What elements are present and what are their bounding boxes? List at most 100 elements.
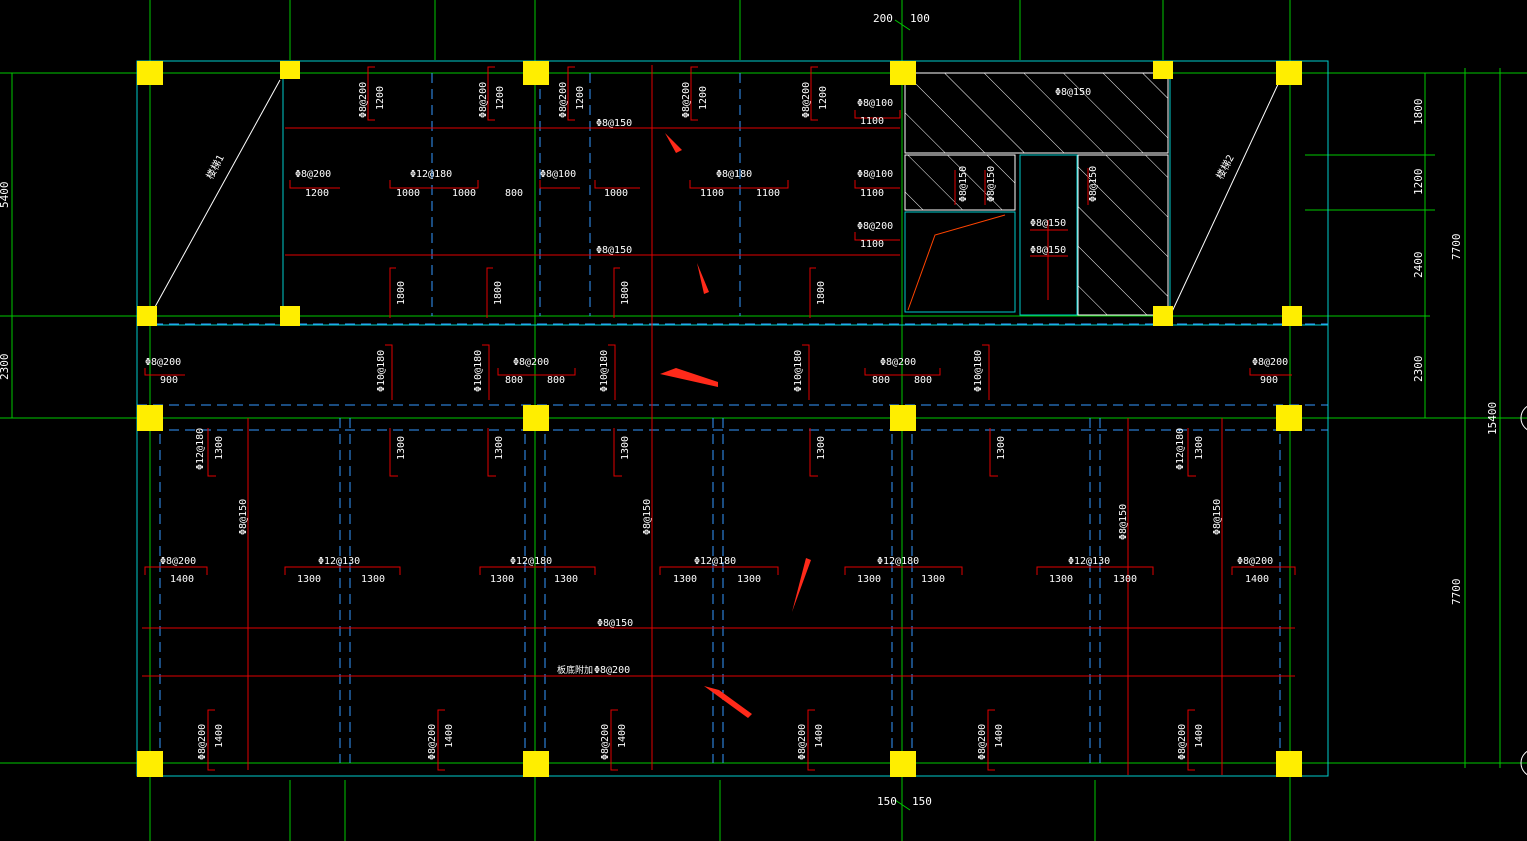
label: Φ8@150 bbox=[986, 166, 997, 202]
column bbox=[280, 61, 300, 79]
label: Φ12@180 bbox=[410, 169, 452, 180]
label: Φ8@200 bbox=[1252, 357, 1288, 368]
column bbox=[523, 751, 549, 777]
label: Φ12@130 bbox=[1068, 556, 1110, 567]
column bbox=[890, 405, 916, 431]
beam-lines bbox=[137, 73, 1328, 763]
label: 1800 bbox=[620, 281, 631, 305]
label: Φ10@180 bbox=[973, 350, 984, 392]
label: Φ8@200 bbox=[797, 724, 808, 760]
label: 800 bbox=[505, 188, 523, 199]
label: Φ12@130 bbox=[318, 556, 360, 567]
label: 1200 bbox=[818, 86, 829, 110]
label: Φ8@100 bbox=[540, 169, 576, 180]
column bbox=[137, 405, 163, 431]
columns bbox=[137, 61, 1302, 777]
column bbox=[1276, 405, 1302, 431]
column bbox=[890, 61, 916, 85]
label: Φ8@200 bbox=[1237, 556, 1273, 567]
rebar-annotations: Φ8@200 1200 Φ8@200 1200 Φ8@200 1200 Φ8@2… bbox=[145, 82, 1288, 760]
column bbox=[1153, 61, 1173, 79]
label: 1200 bbox=[305, 188, 329, 199]
dim-top-100: 100 bbox=[910, 12, 930, 25]
label: 1300 bbox=[1113, 574, 1137, 585]
dim-right-2300: 2300 bbox=[1412, 356, 1425, 383]
label: Φ8@200 bbox=[600, 724, 611, 760]
label: 1400 bbox=[1194, 724, 1205, 748]
label: Φ8@150 bbox=[1118, 504, 1129, 540]
label: 1000 bbox=[604, 188, 628, 199]
label: Φ8@150 bbox=[596, 118, 632, 129]
dim-top-200: 200 bbox=[873, 12, 893, 25]
dim-bottom-150a: 150 bbox=[877, 795, 897, 808]
label: Φ12@180 bbox=[195, 428, 206, 470]
label: Φ8@150 bbox=[596, 245, 632, 256]
dim-right-15400: 15400 bbox=[1486, 402, 1499, 435]
label: 1400 bbox=[994, 724, 1005, 748]
column bbox=[523, 405, 549, 431]
annotation-arrows bbox=[660, 133, 811, 718]
label: Φ8@150 bbox=[958, 166, 969, 202]
label: Φ8@200 bbox=[880, 357, 916, 368]
label: 1300 bbox=[214, 436, 225, 460]
label: Φ8@150 bbox=[1088, 166, 1099, 202]
axis-markers bbox=[1520, 405, 1527, 776]
label: 1300 bbox=[996, 436, 1007, 460]
label: Φ12@180 bbox=[877, 556, 919, 567]
column bbox=[1153, 306, 1173, 326]
column bbox=[137, 751, 163, 777]
label: Φ8@200 bbox=[145, 357, 181, 368]
dim-bottom-150b: 150 bbox=[912, 795, 932, 808]
dim-left-5400: 5400 bbox=[0, 182, 11, 209]
label: Φ8@100 bbox=[857, 98, 893, 109]
dimension-texts: 200 100 150 150 5400 2300 1800 1200 2400… bbox=[0, 12, 1499, 808]
arrow-annotation bbox=[792, 558, 811, 612]
label: Φ8@200 bbox=[857, 221, 893, 232]
label: 1400 bbox=[1245, 574, 1269, 585]
label: 1300 bbox=[620, 436, 631, 460]
label: Φ12@180 bbox=[694, 556, 736, 567]
label: 1300 bbox=[490, 574, 514, 585]
label: 1800 bbox=[816, 281, 827, 305]
column bbox=[890, 751, 916, 777]
label: Φ8@150 bbox=[1055, 87, 1091, 98]
column bbox=[280, 306, 300, 326]
label: 1200 bbox=[698, 86, 709, 110]
label: Φ10@180 bbox=[376, 350, 387, 392]
label: 800 bbox=[505, 375, 523, 386]
label: Φ12@180 bbox=[510, 556, 552, 567]
label: 1300 bbox=[816, 436, 827, 460]
label: 1400 bbox=[170, 574, 194, 585]
label: Φ8@200 bbox=[1177, 724, 1188, 760]
label: 1400 bbox=[814, 724, 825, 748]
label: Φ10@180 bbox=[793, 350, 804, 392]
label: 1300 bbox=[361, 574, 385, 585]
arrow-annotation bbox=[704, 686, 752, 718]
label: Φ8@150 bbox=[1212, 499, 1223, 535]
arrow-annotation bbox=[697, 263, 709, 294]
label: 1300 bbox=[1194, 436, 1205, 460]
label: Φ8@200 bbox=[977, 724, 988, 760]
label: Φ8@150 bbox=[1030, 245, 1066, 256]
label: 800 bbox=[872, 375, 890, 386]
column bbox=[137, 61, 163, 85]
label: 800 bbox=[547, 375, 565, 386]
dim-left-2300: 2300 bbox=[0, 354, 11, 381]
label: Φ10@180 bbox=[473, 350, 484, 392]
arrow-annotation bbox=[665, 133, 682, 153]
label: Φ8@150 bbox=[597, 618, 633, 629]
dim-right-1200: 1200 bbox=[1412, 169, 1425, 196]
label: 1400 bbox=[617, 724, 628, 748]
label: 1300 bbox=[554, 574, 578, 585]
label: Φ8@200 bbox=[558, 82, 569, 118]
label: 1000 bbox=[396, 188, 420, 199]
label: Φ8@200 bbox=[801, 82, 812, 118]
label: 900 bbox=[160, 375, 178, 386]
column bbox=[1276, 61, 1302, 85]
label: 板底附加 bbox=[557, 664, 593, 676]
label: Φ8@150 bbox=[238, 499, 249, 535]
label: Φ8@150 bbox=[1030, 218, 1066, 229]
label: 1100 bbox=[860, 116, 884, 127]
